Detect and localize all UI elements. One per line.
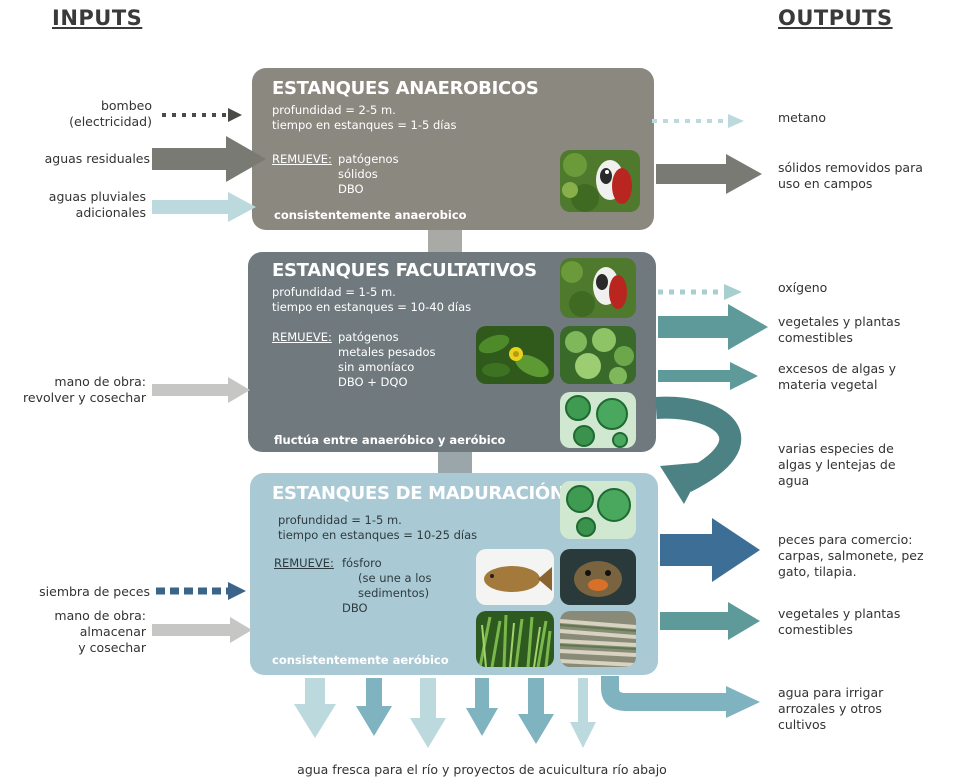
duckweed-flower-photo bbox=[476, 326, 554, 384]
anaerobic-depth: profundidad = 2-5 m. bbox=[272, 103, 396, 117]
output-arrow-oxygen bbox=[658, 284, 742, 300]
inputs-header: INPUTS bbox=[52, 6, 143, 30]
anaerobic-pond-title: ESTANQUES ANAEROBICOS bbox=[272, 78, 539, 99]
anaerobic-time: tiempo en estanques = 1-5 días bbox=[272, 118, 457, 132]
facultative-remove-item: sin amoníaco bbox=[338, 360, 415, 374]
facultative-pond-box: ESTANQUES FACULTATIVOS profundidad = 1-5… bbox=[248, 252, 656, 452]
anaerobic-remove-item: sólidos bbox=[338, 167, 378, 181]
down-arrow-6 bbox=[570, 678, 596, 748]
maturation-removes-list: fósforo (se une a los sedimentos) DBO bbox=[342, 556, 431, 616]
maturation-remove-item: (se une a los bbox=[358, 571, 432, 585]
maturation-pond-title: ESTANQUES DE MADURACIÓN bbox=[272, 483, 565, 504]
anaerobic-remueve-label: REMUEVE: bbox=[272, 152, 332, 166]
output-arrow-algae-species-curve bbox=[655, 396, 742, 504]
input-label-fish-stocking: siembra de peces bbox=[39, 584, 150, 599]
duckweed-flower-image-icon bbox=[476, 326, 554, 384]
input-arrow-labor-stir bbox=[152, 377, 250, 403]
maturation-remueve-label: REMUEVE: bbox=[274, 556, 334, 570]
input-label-labor-store: mano de obra: almacenar y cosechar bbox=[54, 608, 146, 655]
algae-cells-photo-2 bbox=[560, 481, 636, 539]
maturation-depth: profundidad = 1-5 m. bbox=[278, 513, 402, 527]
facultative-depth: profundidad = 1-5 m. bbox=[272, 285, 396, 299]
anaerobic-footer: consistentemente anaerobico bbox=[274, 208, 467, 222]
input-arrow-stormwater bbox=[152, 192, 256, 222]
facultative-removes-list: patógenos metales pesados sin amoníaco D… bbox=[338, 330, 436, 390]
algae-cells-image-icon bbox=[560, 392, 636, 448]
grass-photo bbox=[476, 611, 554, 667]
facultative-remove-item: patógenos bbox=[338, 330, 399, 344]
down-arrow-4 bbox=[466, 678, 498, 736]
output-arrow-algae-excess bbox=[658, 362, 758, 390]
pond-connector-2 bbox=[438, 450, 472, 476]
output-label-methane: metano bbox=[778, 110, 826, 125]
input-arrow-fish-stocking bbox=[156, 582, 246, 600]
fish-pile-photo bbox=[560, 611, 636, 667]
algae-cells-photo bbox=[560, 392, 636, 448]
input-label-labor-stir: mano de obra: revolver y cosechar bbox=[23, 374, 146, 405]
catfish-photo bbox=[560, 549, 636, 605]
catfish-image-icon bbox=[560, 549, 636, 605]
output-label-vegetables-2: vegetales y plantas comestibles bbox=[778, 606, 901, 637]
facultative-remove-item: DBO + DQO bbox=[338, 375, 408, 389]
maturation-footer: consistentemente aeróbico bbox=[272, 653, 449, 667]
output-label-oxygen: oxígeno bbox=[778, 280, 828, 295]
grass-image-icon bbox=[476, 611, 554, 667]
output-label-vegetables-1: vegetales y plantas comestibles bbox=[778, 314, 901, 345]
water-lettuce-image-icon bbox=[560, 326, 636, 384]
bottom-output-label: agua fresca para el río y proyectos de a… bbox=[297, 762, 667, 777]
output-label-solids: sólidos removidos para uso en campos bbox=[778, 160, 923, 191]
facultative-pond-title: ESTANQUES FACULTATIVOS bbox=[272, 260, 537, 281]
carp-photo bbox=[476, 549, 554, 605]
output-arrow-vegetables-2 bbox=[660, 602, 760, 640]
fish-pile-image-icon bbox=[560, 611, 636, 667]
input-arrow-labor-store bbox=[152, 617, 252, 643]
input-label-electricity: bombeo (electricidad) bbox=[69, 98, 152, 129]
anaerobic-remove-item: DBO bbox=[338, 182, 364, 196]
output-label-algae-species: varias especies de algas y lentejas de a… bbox=[778, 441, 896, 488]
pelican-image-icon bbox=[560, 150, 640, 212]
maturation-remove-item: fósforo bbox=[342, 556, 382, 570]
down-arrow-5 bbox=[518, 678, 554, 744]
facultative-time: tiempo en estanques = 10-40 días bbox=[272, 300, 472, 314]
output-arrow-methane bbox=[652, 114, 744, 128]
maturation-time: tiempo en estanques = 10-25 días bbox=[278, 528, 478, 542]
input-arrow-electricity bbox=[162, 108, 242, 122]
output-arrow-solids bbox=[656, 154, 762, 194]
carp-image-icon bbox=[476, 549, 554, 605]
input-label-wastewater: aguas residuales bbox=[44, 151, 150, 166]
down-arrow-3 bbox=[410, 678, 446, 748]
facultative-remueve-label: REMUEVE: bbox=[272, 330, 332, 344]
output-label-algae-excess: excesos de algas y materia vegetal bbox=[778, 361, 897, 392]
facultative-remove-item: metales pesados bbox=[338, 345, 436, 359]
anaerobic-removes-list: patógenos sólidos DBO bbox=[338, 152, 399, 197]
maturation-remove-item: DBO bbox=[342, 601, 368, 615]
pond-connector-1 bbox=[428, 228, 462, 256]
anaerobic-remove-item: patógenos bbox=[338, 152, 399, 166]
output-arrow-vegetables-1 bbox=[658, 304, 768, 350]
down-arrow-1 bbox=[294, 678, 336, 738]
maturation-pond-box: ESTANQUES DE MADURACIÓN profundidad = 1-… bbox=[250, 473, 658, 675]
input-label-stormwater: aguas pluviales adicionales bbox=[48, 189, 146, 220]
output-arrow-fish bbox=[660, 518, 760, 582]
facultative-footer: fluctúa entre anaeróbico y aeróbico bbox=[274, 433, 506, 447]
pelican-photo-2 bbox=[560, 258, 636, 318]
down-arrow-2 bbox=[356, 678, 392, 736]
output-label-fish: peces para comercio: carpas, salmonete, … bbox=[778, 532, 924, 579]
output-arrow-irrigation bbox=[601, 676, 760, 718]
algae-cells-image-icon bbox=[560, 481, 636, 539]
maturation-remove-item: sedimentos) bbox=[358, 586, 430, 600]
outputs-header: OUTPUTS bbox=[778, 6, 893, 30]
output-label-irrigation: agua para irrigar arrozales y otros cult… bbox=[778, 685, 884, 732]
pelican-photo bbox=[560, 150, 640, 212]
water-lettuce-photo bbox=[560, 326, 636, 384]
pelican-image-icon bbox=[560, 258, 636, 318]
anaerobic-pond-box: ESTANQUES ANAEROBICOS profundidad = 2-5 … bbox=[252, 68, 654, 230]
input-arrow-wastewater bbox=[152, 136, 266, 182]
